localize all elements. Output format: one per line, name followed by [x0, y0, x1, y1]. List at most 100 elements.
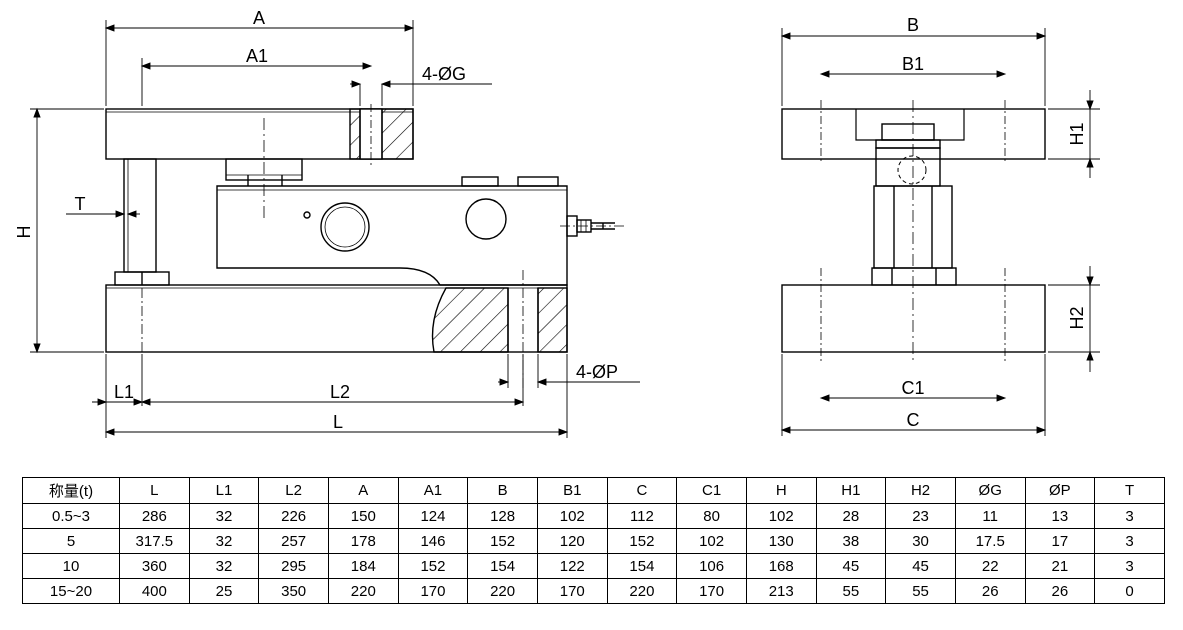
label-L: L — [333, 412, 343, 432]
table-cell: 122 — [536, 553, 608, 579]
front-view — [105, 104, 625, 390]
table-cell: 26 — [954, 578, 1026, 604]
column-header: A — [327, 477, 399, 504]
label-B1: B1 — [902, 54, 924, 74]
table-cell: 102 — [676, 528, 747, 554]
table-cell: 25 — [188, 578, 260, 604]
label-H2: H2 — [1067, 306, 1087, 329]
label-4-P: 4-ØP — [576, 362, 618, 382]
table-cell: 45 — [815, 553, 887, 579]
label-4-G: 4-ØG — [422, 64, 466, 84]
label-B: B — [907, 15, 919, 35]
table-cell: 178 — [327, 528, 399, 554]
table-cell: 80 — [676, 503, 747, 529]
table-cell: 360 — [119, 553, 190, 579]
column-header: L1 — [188, 477, 260, 504]
table-cell: 220 — [327, 578, 399, 604]
label-A: A — [253, 8, 265, 28]
table-cell: 226 — [258, 503, 329, 529]
table-cell: 170 — [536, 578, 608, 604]
table-cell: 0 — [1094, 578, 1165, 604]
label-L1: L1 — [114, 382, 134, 402]
table-cell: 170 — [676, 578, 747, 604]
table-cell: 350 — [258, 578, 329, 604]
column-header: ØG — [954, 477, 1026, 504]
table-cell: 23 — [885, 503, 956, 529]
table-cell: 154 — [606, 553, 678, 579]
dimension-labels: A A1 4-ØG T H L1 L2 L 4-ØP B B1 H1 H2 C1… — [14, 8, 1087, 432]
table-cell: 152 — [467, 528, 538, 554]
table-cell: 11 — [954, 503, 1026, 529]
table-cell: 184 — [327, 553, 399, 579]
capacity-cell: 10 — [22, 553, 120, 579]
label-C: C — [907, 410, 920, 430]
column-header: H1 — [815, 477, 887, 504]
column-header: L2 — [258, 477, 329, 504]
technical-drawing: A A1 4-ØG T H L1 L2 L 4-ØP B B1 H1 H2 C1… — [14, 8, 1100, 438]
label-T: T — [75, 194, 86, 214]
table-cell: 32 — [188, 528, 260, 554]
table-cell: 45 — [885, 553, 956, 579]
capacity-cell: 15~20 — [22, 578, 120, 604]
table-cell: 220 — [467, 578, 538, 604]
capacity-cell: 0.5~3 — [22, 503, 120, 529]
table-cell: 55 — [885, 578, 956, 604]
column-header: A1 — [397, 477, 469, 504]
beam-bolt-left — [461, 176, 499, 187]
table-cell: 220 — [606, 578, 678, 604]
loading-block — [225, 158, 303, 181]
column-header: 称量(t) — [22, 477, 120, 504]
base-hatch — [431, 287, 509, 353]
table-cell: 400 — [119, 578, 190, 604]
label-H1: H1 — [1067, 122, 1087, 145]
capacity-cell: 5 — [22, 528, 120, 554]
side-dimensions — [780, 28, 1100, 436]
side-base-plate — [781, 284, 1046, 353]
table-cell: 102 — [745, 503, 817, 529]
column-header: C1 — [676, 477, 747, 504]
small-hole — [303, 211, 311, 219]
table-cell: 17.5 — [954, 528, 1026, 554]
table-cell: 3 — [1094, 553, 1165, 579]
table-cell: 168 — [745, 553, 817, 579]
table-cell: 257 — [258, 528, 329, 554]
column-header: T — [1094, 477, 1165, 504]
table-cell: 32 — [188, 553, 260, 579]
table-cell: 13 — [1024, 503, 1096, 529]
table-cell: 28 — [815, 503, 887, 529]
cable-connector — [560, 215, 625, 237]
table-cell: 30 — [885, 528, 956, 554]
side-load-button — [875, 147, 941, 187]
table-cell: 21 — [1024, 553, 1096, 579]
column-header: B — [467, 477, 538, 504]
column-header: L — [119, 477, 190, 504]
table-cell: 120 — [536, 528, 608, 554]
table-cell: 213 — [745, 578, 817, 604]
strain-hole — [320, 202, 370, 252]
table-cell: 150 — [327, 503, 399, 529]
table-cell: 17 — [1024, 528, 1096, 554]
column-header: ØP — [1024, 477, 1096, 504]
label-H: H — [14, 226, 34, 239]
table-cell: 154 — [467, 553, 538, 579]
side-view — [781, 100, 1046, 362]
beam-bolt-right — [517, 176, 559, 187]
mount-hole — [465, 198, 507, 240]
table-cell: 152 — [397, 553, 469, 579]
table-cell: 22 — [954, 553, 1026, 579]
table-cell: 152 — [606, 528, 678, 554]
table-cell: 295 — [258, 553, 329, 579]
column-header: B1 — [536, 477, 608, 504]
column-header: H2 — [885, 477, 956, 504]
table-cell: 38 — [815, 528, 887, 554]
table-cell: 286 — [119, 503, 190, 529]
table-cell: 124 — [397, 503, 469, 529]
table-cell: 3 — [1094, 528, 1165, 554]
guide-post — [123, 158, 157, 273]
table-cell: 130 — [745, 528, 817, 554]
label-A1: A1 — [246, 46, 268, 66]
